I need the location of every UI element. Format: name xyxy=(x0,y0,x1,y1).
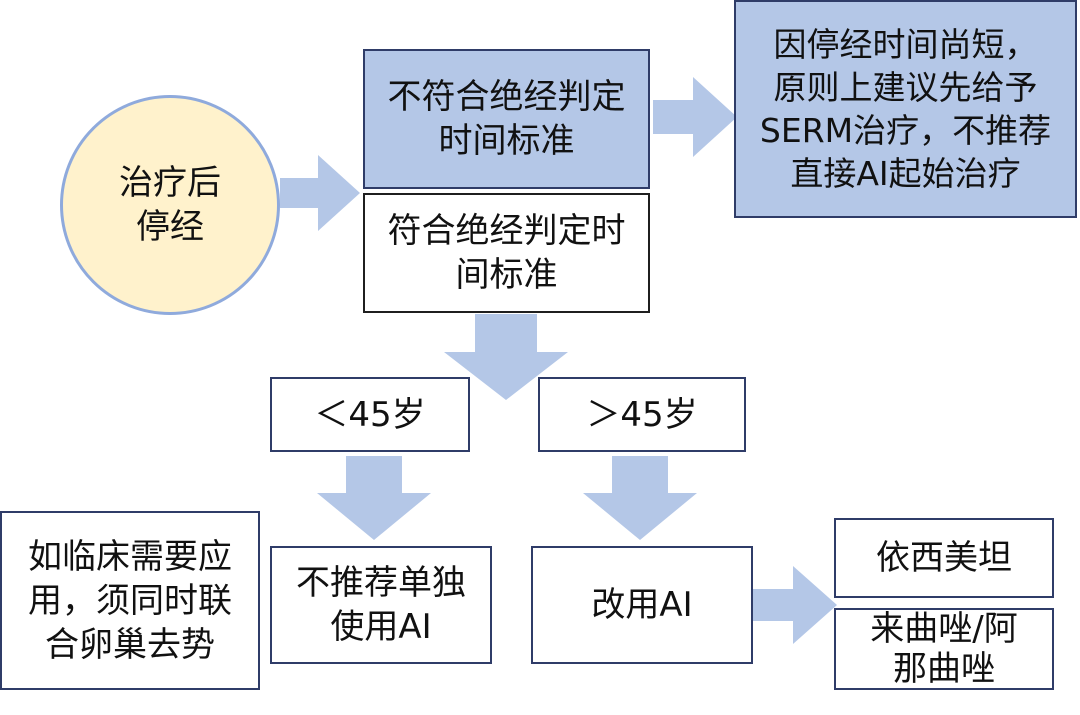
letrozole-line-2: 那曲唑 xyxy=(893,649,995,689)
arrow-over45-down xyxy=(583,456,697,540)
switch-to-ai-box: 改用AI xyxy=(531,546,753,664)
no-ai-alone-line-2: 使用AI xyxy=(330,607,432,647)
ovarian-line-2: 用，须同时联 xyxy=(28,580,232,621)
ovarian-line-1: 如临床需要应 xyxy=(28,536,232,577)
over-45-box: ＞45岁 xyxy=(538,377,746,452)
arrow-under45-down xyxy=(317,456,431,540)
arrow-ai-to-options xyxy=(753,566,837,644)
letrozole-anastrozole-box: 来曲唑/阿 那曲唑 xyxy=(834,608,1054,690)
arrow-start-to-split xyxy=(280,155,360,231)
meet-line-2: 间标准 xyxy=(455,255,558,295)
not-meet-line-2: 时间标准 xyxy=(438,121,575,161)
recommendation-line-3: SERM治疗，不推荐 xyxy=(759,111,1052,150)
ovarian-line-3: 合卵巢去势 xyxy=(45,624,215,665)
ovarian-suppression-box: 如临床需要应 用，须同时联 合卵巢去势 xyxy=(0,511,260,690)
no-ai-alone-box: 不推荐单独 使用AI xyxy=(270,546,492,664)
under-45-box: ＜45岁 xyxy=(270,377,470,452)
switch-to-ai-label: 改用AI xyxy=(591,585,693,625)
over-45-label: ＞45岁 xyxy=(586,394,698,435)
recommendation-line-2: 原则上建议先给予 xyxy=(773,68,1038,107)
recommendation-line-1: 因停经时间尚短， xyxy=(773,25,1038,64)
start-node: 治疗后 停经 xyxy=(60,95,280,315)
no-ai-alone-line-1: 不推荐单独 xyxy=(296,563,466,603)
meet-line-1: 符合绝经判定时 xyxy=(387,211,626,251)
recommendation-line-4: 直接AI起始治疗 xyxy=(790,154,1021,193)
arrow-meet-to-age xyxy=(444,314,568,400)
not-meet-criteria-box: 不符合绝经判定 时间标准 xyxy=(363,49,650,189)
not-meet-line-1: 不符合绝经判定 xyxy=(387,77,626,117)
start-node-line-2: 停经 xyxy=(136,207,204,247)
letrozole-line-1: 来曲唑/阿 xyxy=(870,609,1018,649)
arrow-to-recommendation xyxy=(653,77,737,157)
start-node-line-1: 治疗后 xyxy=(119,163,221,203)
under-45-label: ＜45岁 xyxy=(314,394,426,435)
meet-criteria-box: 符合绝经判定时 间标准 xyxy=(363,193,650,313)
exemestane-label: 依西美坦 xyxy=(876,538,1012,578)
recommendation-box: 因停经时间尚短， 原则上建议先给予 SERM治疗，不推荐 直接AI起始治疗 xyxy=(734,0,1077,218)
exemestane-box: 依西美坦 xyxy=(834,518,1054,598)
